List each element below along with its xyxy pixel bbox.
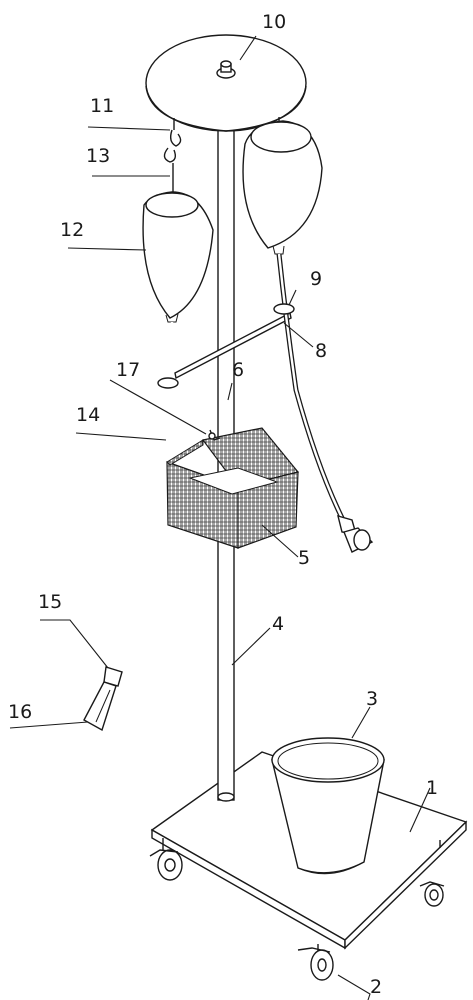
caster-front-left [149, 838, 183, 881]
infusion-bag-left [142, 191, 214, 323]
label-1: 1 [426, 777, 438, 799]
mesh-basket [166, 427, 300, 549]
label-16: 16 [8, 701, 32, 723]
label-6: 6 [232, 359, 244, 381]
caster-right [419, 840, 445, 907]
label-2: 2 [370, 976, 382, 998]
part-labels: 10 11 13 12 9 8 17 6 14 5 4 15 16 3 1 2 [8, 11, 438, 998]
label-9: 9 [310, 268, 322, 290]
caster-front [297, 944, 334, 981]
label-10: 10 [262, 11, 286, 33]
waste-bucket [271, 737, 385, 875]
hanging-hook [163, 118, 182, 200]
label-3: 3 [366, 688, 378, 710]
label-4: 4 [272, 613, 284, 635]
infusion-bag-right [242, 117, 323, 255]
label-14: 14 [76, 404, 100, 426]
label-17: 17 [116, 359, 140, 381]
top-disc [145, 34, 307, 132]
label-12: 12 [60, 219, 84, 241]
leader-lines [9, 35, 431, 1000]
label-13: 13 [86, 145, 110, 167]
label-15: 15 [38, 591, 62, 613]
label-5: 5 [298, 547, 310, 569]
label-8: 8 [315, 340, 327, 362]
left-drain-tube [83, 321, 179, 732]
right-drain-tube [273, 253, 374, 553]
label-11: 11 [90, 95, 114, 117]
crossbar [174, 311, 292, 380]
